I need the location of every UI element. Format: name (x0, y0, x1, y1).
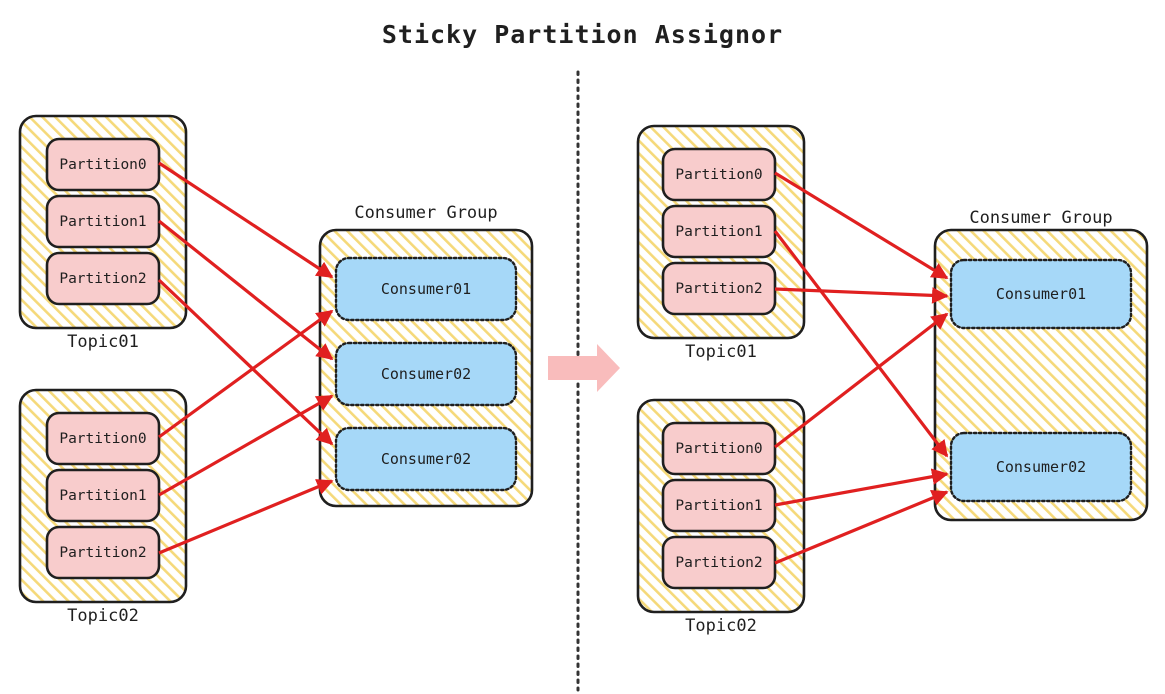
before-topic02-partition-1 (45, 468, 161, 523)
arrow-t01p2-to-consumer03 (157, 278, 334, 446)
before-consumer-0 (334, 256, 518, 322)
after-topic02-partition-1 (661, 478, 777, 533)
after-topic01-partition-0 (661, 147, 777, 202)
arrow-t01p1-to-consumer02 (773, 230, 949, 458)
page-title: Sticky Partition Assignor (381, 20, 784, 49)
before-topic01-partition-1 (45, 194, 161, 249)
after-assignment-arrows (773, 171, 949, 565)
before-topic02-label: Topic02 (67, 606, 139, 626)
before-topic02-container (18, 388, 188, 604)
after-consumer-0 (949, 258, 1133, 330)
arrow-t01p0-to-consumer01 (774, 171, 949, 280)
arrow-t01p2-to-consumer01 (774, 287, 949, 304)
after-consumer-1 (949, 431, 1133, 503)
after-topic02-partition-0 (661, 421, 777, 476)
arrow-t02p1-to-consumer02 (158, 394, 334, 497)
after-consumer-group-label: Consumer Group (969, 208, 1113, 228)
after-consumer-group-container (933, 228, 1149, 522)
before-topic01-partition-2 (45, 251, 161, 306)
after-topic01-container (636, 124, 806, 340)
before-consumer-group-container (318, 228, 534, 508)
before-consumer-group-label: Consumer Group (354, 203, 498, 223)
transition-arrow-icon (548, 344, 620, 392)
arrow-t02p2-to-consumer02 (774, 490, 949, 565)
before-topic01-label: Topic01 (67, 332, 139, 352)
arrow-t02p2-to-consumer03 (158, 479, 334, 555)
before-topic01-container (18, 114, 188, 330)
after-topic02-label: Topic02 (685, 616, 757, 636)
arrow-t02p0-to-consumer01 (774, 312, 949, 449)
before-topic02-partition-2 (45, 525, 161, 580)
before-topic02-partition-0 (45, 411, 161, 466)
after-topic02-container (636, 398, 806, 614)
after-topic02-partition-2 (661, 535, 777, 590)
after-topic01-partition-1 (661, 204, 777, 259)
after-topic01-partition-2 (661, 261, 777, 316)
before-topic01-partition-0 (45, 137, 161, 192)
arrow-t02p1-to-consumer02 (774, 468, 949, 507)
before-assignment-arrows (157, 161, 334, 555)
arrow-t01p0-to-consumer01 (158, 161, 334, 279)
after-topic01-label: Topic01 (685, 342, 757, 362)
arrow-t02p0-to-consumer01 (158, 309, 334, 439)
arrow-t01p1-to-consumer02 (158, 219, 334, 361)
before-consumer-2 (334, 426, 518, 492)
before-consumer-1 (334, 341, 518, 407)
